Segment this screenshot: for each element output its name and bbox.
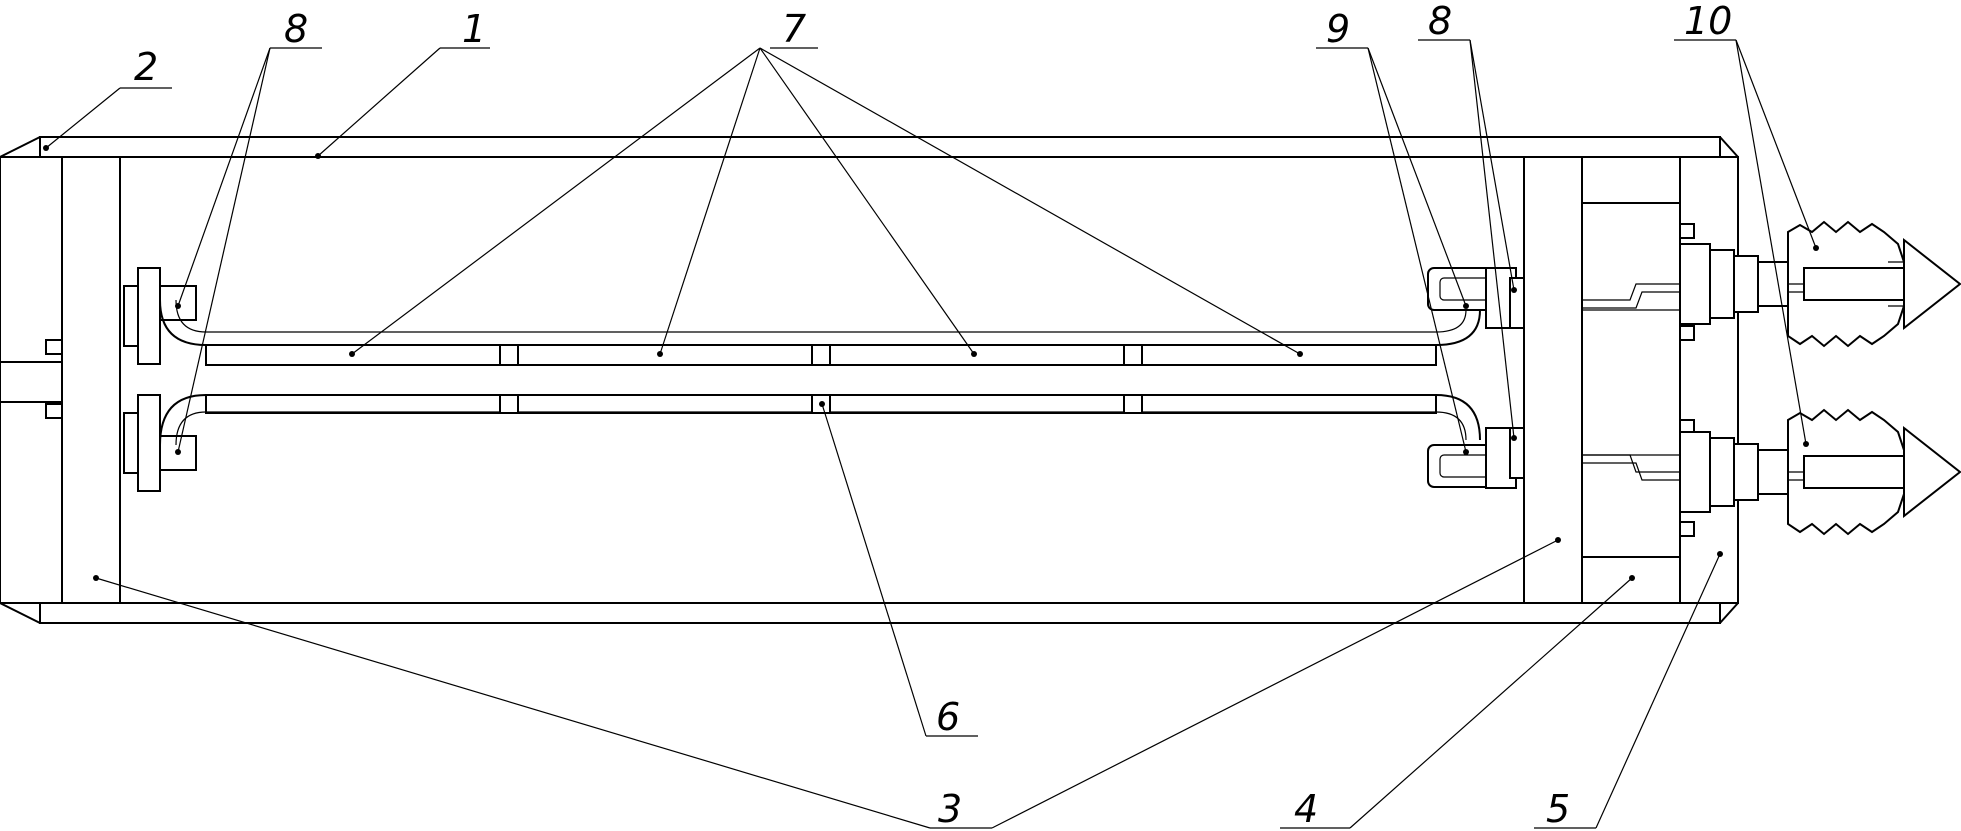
leader-lines xyxy=(45,39,1817,829)
callout-10: 10 xyxy=(1684,0,1732,43)
callout-6: 6 xyxy=(936,695,960,739)
right-body xyxy=(1581,156,1681,604)
callout-1: 1 xyxy=(462,7,486,51)
leader-dots xyxy=(43,145,1819,581)
right-end-cap xyxy=(1679,136,1739,624)
callout-9: 9 xyxy=(1326,7,1350,51)
callout-7: 7 xyxy=(782,7,806,51)
callout-8-right: 8 xyxy=(1428,0,1452,43)
right-clamp-bottom xyxy=(1427,427,1517,489)
cable-gland-bottom xyxy=(1679,408,1961,536)
callout-3: 3 xyxy=(938,787,962,831)
callout-4: 4 xyxy=(1294,787,1318,831)
left-bracket-top xyxy=(123,267,197,365)
right-clamp-top xyxy=(1427,267,1517,329)
upper-conductor xyxy=(159,299,1481,366)
housing-tube xyxy=(39,136,1721,624)
lower-conductor xyxy=(159,394,1481,446)
callout-8-left: 8 xyxy=(284,7,308,51)
left-end-cap xyxy=(0,136,63,624)
callout-labels: 1 2 3 4 5 6 7 8 8 9 10 xyxy=(134,0,1732,831)
callout-5: 5 xyxy=(1546,787,1570,831)
right-insulator xyxy=(1509,156,1583,604)
cable-gland-top xyxy=(1679,220,1961,348)
left-insulator xyxy=(61,156,121,604)
callout-2: 2 xyxy=(134,45,158,89)
